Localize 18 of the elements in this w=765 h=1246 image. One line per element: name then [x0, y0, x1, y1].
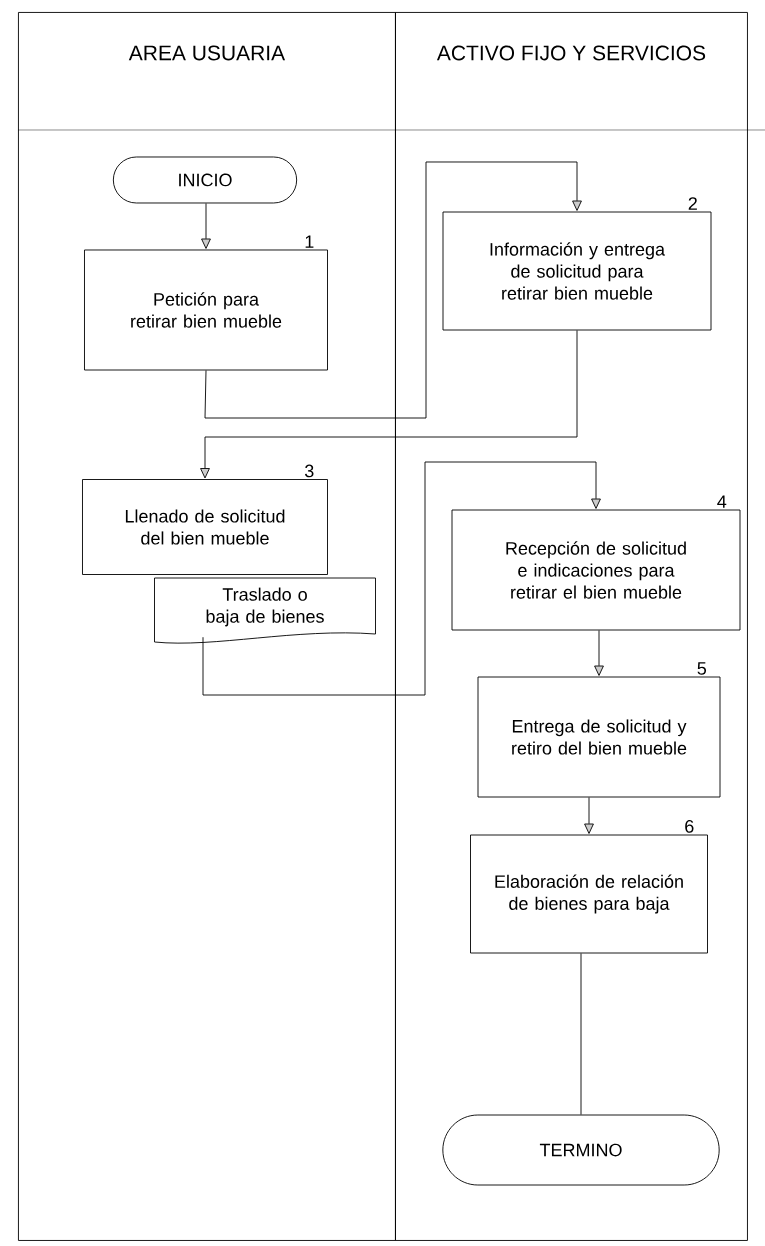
process-box: Petición para retirar bien mueble	[84, 249, 328, 371]
arrow	[201, 203, 211, 249]
process-box: Entrega de solicitud y retiro del bien mueble	[477, 676, 721, 798]
step-number: 4	[717, 495, 727, 508]
process-box: Llenado de solicitud del bien mueble	[82, 479, 328, 575]
step-number: 6	[685, 820, 694, 833]
arrow	[202, 461, 601, 696]
process-box: Recepción de solicitud e indicaciones para retirar el bien mueble	[451, 509, 741, 631]
step-number: 2	[688, 197, 697, 210]
arrow	[584, 797, 594, 834]
arrow	[204, 161, 582, 419]
arrow	[594, 630, 604, 676]
step-number: 5	[697, 662, 707, 675]
step-number: 1	[305, 235, 314, 248]
arrow	[200, 330, 578, 479]
process-box: Información y entrega de solicitud para retirar bien mueble	[442, 211, 712, 331]
step-number: 3	[305, 464, 314, 478]
process-box: Elaboración de relación de bienes para baja	[470, 834, 708, 954]
